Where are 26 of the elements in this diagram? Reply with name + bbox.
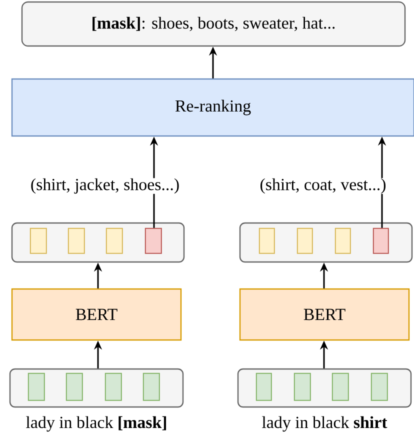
token-cell [104, 372, 122, 401]
token-cell [372, 228, 389, 254]
reranking-box: Re-ranking [11, 78, 414, 137]
token-cell [68, 228, 85, 254]
token-cell [28, 372, 45, 401]
token-cell [256, 372, 272, 401]
output-box: [mask]: shoes, boots, sweater, hat... [21, 1, 406, 47]
input-sentence: lady in black shirt [262, 416, 388, 432]
connector-line [381, 194, 383, 228]
token-cell [142, 372, 160, 401]
model-box: BERT [239, 288, 410, 341]
token-cell [30, 228, 47, 254]
token-cell [106, 228, 123, 254]
model-box: BERT [11, 288, 182, 341]
token-cell [294, 372, 311, 401]
token-cell [66, 372, 83, 401]
token-cell [296, 228, 313, 254]
token-cell [334, 228, 351, 254]
token-cell [370, 372, 388, 401]
connector-line [153, 194, 155, 228]
input-sentence: lady in black [mask] [26, 416, 166, 432]
token-cell [332, 372, 349, 401]
token-cell [144, 228, 162, 254]
candidate-list: (shirt, jacket, shoes...) [31, 178, 179, 194]
candidate-list: (shirt, coat, vest...) [260, 178, 386, 194]
token-cell [258, 228, 275, 254]
